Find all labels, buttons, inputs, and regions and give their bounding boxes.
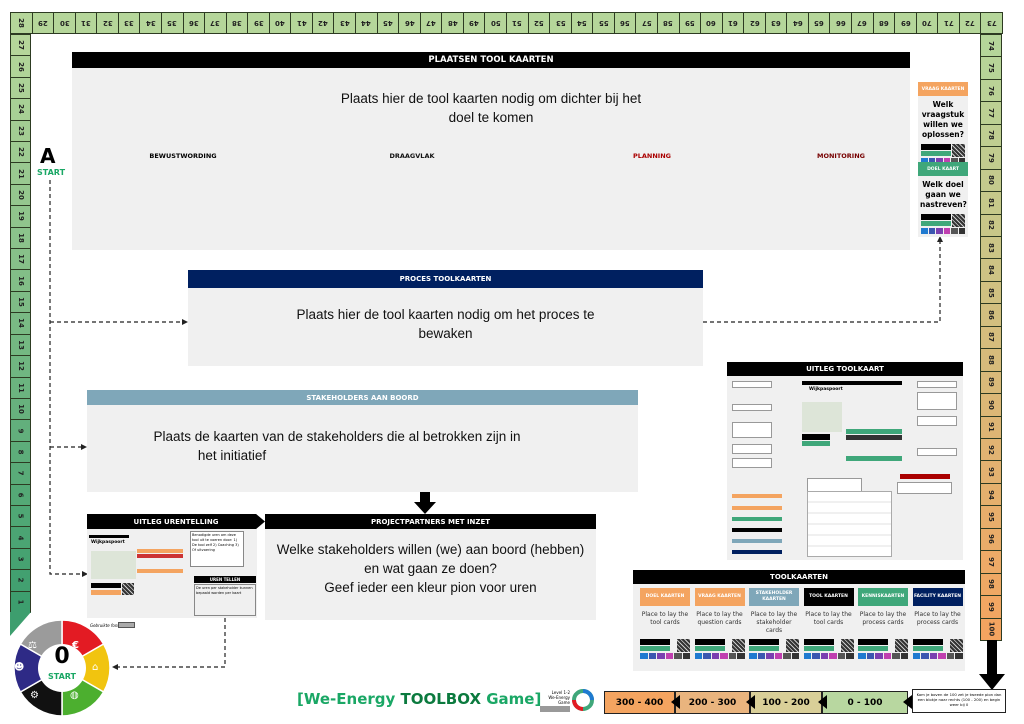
card-question: Welk vraagstuk willen we oplossen? xyxy=(921,100,965,139)
phase-draagvlak: DRAAGVLAK xyxy=(389,152,435,160)
start-letter: A xyxy=(40,144,56,168)
uitleg-card-title: Wijkpaspoort xyxy=(809,387,843,392)
card-type: DOEL KAART xyxy=(918,162,968,176)
down-arrow-icon xyxy=(414,492,436,514)
card-footer xyxy=(694,639,745,659)
toolkaart-type: TOOL KAARTEN xyxy=(803,588,854,606)
stakeholders-header: STAKEHOLDERS AAN BOORD xyxy=(87,390,638,405)
plaatsen-header: PLAATSEN TOOL KAARTEN xyxy=(72,52,910,68)
toolkaart-slot[interactable]: DOEL KAARTEN Place to lay the tool cards xyxy=(640,588,690,659)
toolkaart-desc: Place to lay the process cards xyxy=(914,611,961,626)
toolkaart-desc: Place to lay the tool cards xyxy=(805,611,852,626)
vraag-card[interactable]: VRAAG KAARTEN Welk vraagstuk willen we o… xyxy=(918,82,968,167)
logo-start: START xyxy=(47,672,77,681)
people-icon: ☻ xyxy=(14,662,25,673)
plaatsen-text-2: doel te komen xyxy=(448,110,534,125)
stakeholders-text-2: het initiatief xyxy=(197,448,267,463)
toolkaart-type: KENNISKAARTEN xyxy=(858,588,908,606)
toolkaart-slot[interactable]: VRAAG KAARTEN Place to lay the question c… xyxy=(694,588,745,659)
urentelling-header: UITLEG URENTELLING xyxy=(87,514,265,529)
stakeholders-text-1: Plaats de kaarten van de stakeholders di… xyxy=(153,429,521,444)
start-label: START xyxy=(37,168,66,177)
toolkaart-desc: Place to lay the tool cards xyxy=(641,611,689,626)
uitleg-toolkaart-header: UITLEG TOOLKAART xyxy=(727,362,963,376)
phase-planning: PLANNING xyxy=(632,152,671,160)
projectpartners-header: PROJECTPARTNERS MET INZET xyxy=(265,514,596,529)
urentelling-card-title: Wijkpaspoort xyxy=(91,540,125,545)
card-footer xyxy=(749,639,799,659)
card-footer xyxy=(912,639,963,659)
toolkaart-slot[interactable]: KENNISKAARTEN Place to lay the process ca… xyxy=(858,588,908,659)
mini-logo xyxy=(572,689,594,711)
proces-area[interactable] xyxy=(188,288,703,366)
uren-tellen-title: UREN TELLEN xyxy=(194,576,256,583)
score-segment: 300 - 400 xyxy=(604,691,675,714)
toolkaart-type: STAKEHOLDER KAARTEN xyxy=(749,588,799,606)
toolkaart-desc: Place to lay the question cards xyxy=(696,611,743,626)
track-cell[interactable]: 73 xyxy=(980,12,1003,34)
card-type: VRAAG KAARTEN xyxy=(918,82,968,96)
logo-number: 0 xyxy=(54,644,70,669)
globe-icon: ◍ xyxy=(70,690,79,701)
toolkaart-type: FACILITY KAARTEN xyxy=(912,588,963,606)
card-footer xyxy=(858,639,908,659)
down-arrow-icon xyxy=(979,640,1005,690)
toolkaarten-header: TOOLKAARTEN xyxy=(633,570,965,584)
score-segment: 100 - 200 xyxy=(750,691,822,714)
phase-monitoring: MONITORING xyxy=(816,152,865,160)
urentelling-area: Wijkpaspoort Benodigde uren om deze tool… xyxy=(87,529,257,618)
toolkaart-slot[interactable]: TOOL KAARTEN Place to lay the tool cards xyxy=(803,588,854,659)
plaatsen-text-1: Plaats hier de tool kaarten nodig om dic… xyxy=(340,91,642,106)
proces-text-1: Plaats hier de tool kaarten nodig om het… xyxy=(296,307,595,322)
cc-license-icon xyxy=(118,622,135,628)
projectpartners-text-1: Welke stakeholders willen (we) aan boord… xyxy=(276,542,585,557)
card-footer xyxy=(640,639,690,659)
doel-card[interactable]: DOEL KAART Welk doel gaan we nastreven? xyxy=(918,162,968,237)
card-question: Welk doel gaan we nastreven? xyxy=(920,180,967,209)
card-footer xyxy=(803,639,854,659)
game-title: [We-Energy TOOLBOX Game] xyxy=(297,690,542,708)
gear-icon: ⚙ xyxy=(30,690,39,701)
toolkaart-slot[interactable]: STAKEHOLDER KAARTEN Place to lay the stak… xyxy=(749,588,799,659)
toolkaart-type: DOEL KAARTEN xyxy=(640,588,690,606)
bank-icon: ⌂ xyxy=(92,662,99,673)
score-segment: 0 - 100 xyxy=(822,691,908,714)
fonts-label: Gebruikte fonts xyxy=(90,623,122,628)
arrow-left-icon xyxy=(818,695,827,709)
plaatsen-area[interactable] xyxy=(72,68,910,250)
toolkaart-type: VRAAG KAARTEN xyxy=(694,588,745,606)
card-footer xyxy=(921,214,965,234)
toolkaart-desc: Place to lay the stakeholder cards xyxy=(750,611,798,634)
stakeholders-area[interactable] xyxy=(87,405,638,492)
euro-icon: € xyxy=(72,640,79,651)
card-footer xyxy=(921,144,965,164)
toolkaart-desc: Place to lay the process cards xyxy=(859,611,907,626)
start-logo[interactable] xyxy=(12,618,112,718)
proces-header: PROCES TOOLKAARTEN xyxy=(188,270,703,288)
arrow-left-icon xyxy=(671,695,680,709)
toolkaart-slot[interactable]: FACILITY KAARTEN Place to lay the process… xyxy=(912,588,963,659)
urentelling-list: Benodigde uren om deze tool uit te voere… xyxy=(190,531,244,567)
projectpartners-text-3: Geef ieder een kleur pion voor uren xyxy=(324,580,537,595)
uitleg-toolkaart-area: Wijkpaspoort xyxy=(727,376,963,560)
phase-bewustwording: BEWUSTWORDING xyxy=(149,152,217,160)
score-segment: 200 - 300 xyxy=(675,691,750,714)
scale-icon: ⚖ xyxy=(28,640,37,651)
proces-text-2: bewaken xyxy=(418,326,473,341)
projectpartners-area[interactable] xyxy=(265,529,596,620)
score-note: Kom je boven de 100 zet je tweede pion d… xyxy=(912,689,1006,713)
projectpartners-text-2: en wat gaan ze doen? xyxy=(364,561,497,576)
uren-tellen-text: De uren per stakeholder kunnen bepaald w… xyxy=(194,584,256,616)
arrow-left-icon xyxy=(746,695,755,709)
